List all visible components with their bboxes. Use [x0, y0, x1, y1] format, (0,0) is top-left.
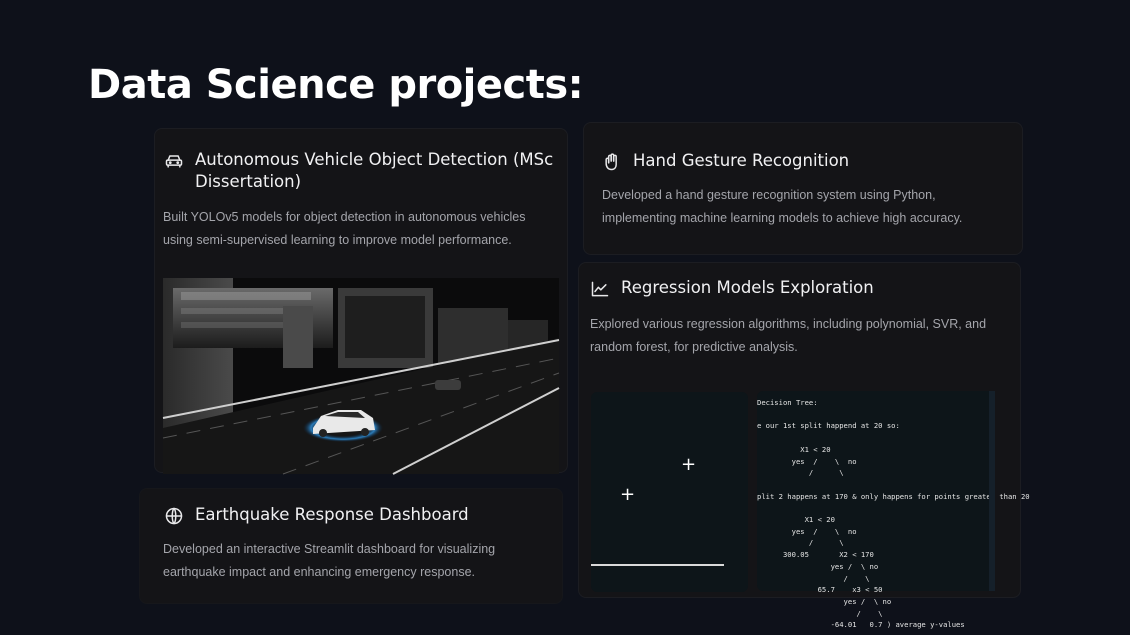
project-title: Earthquake Response Dashboard [195, 505, 469, 524]
project-card-earthquake-dashboard[interactable]: Earthquake Response Dashboard Developed … [139, 488, 563, 604]
project-title: Autonomous Vehicle Object Detection (MSc… [195, 150, 554, 191]
car-icon [164, 151, 186, 173]
project-description: Built YOLOv5 models for object detection… [163, 210, 526, 247]
globe-icon [164, 506, 186, 528]
decision-tree-text: Decision Tree: e our 1st split happend a… [757, 398, 1030, 630]
project-description: Developed an interactive Streamlit dashb… [163, 542, 496, 579]
autonomous-driving-image [162, 278, 560, 475]
hand-icon [602, 152, 624, 174]
regression-plot-image: + + [591, 392, 748, 592]
decision-tree-image: Decision Tree: e our 1st split happend a… [757, 391, 1030, 629]
project-description: Developed a hand gesture recognition sys… [602, 188, 963, 225]
project-title: Regression Models Exploration [621, 278, 874, 297]
project-card-regression-models[interactable]: Regression Models Exploration Explored v… [578, 262, 1030, 629]
line-chart-icon [590, 279, 612, 301]
plot-marker: + [620, 484, 636, 505]
plot-line [591, 564, 724, 566]
panel-edge [989, 391, 995, 591]
project-card-hand-gesture[interactable]: Hand Gesture Recognition Developed a han… [583, 122, 1023, 255]
plot-marker: + [681, 454, 697, 475]
page-title: Data Science projects: [88, 62, 584, 108]
project-title: Hand Gesture Recognition [633, 151, 850, 170]
project-description: Explored various regression algorithms, … [590, 317, 987, 354]
project-card-autonomous-vehicle[interactable]: Autonomous Vehicle Object Detection (MSc… [154, 128, 568, 475]
